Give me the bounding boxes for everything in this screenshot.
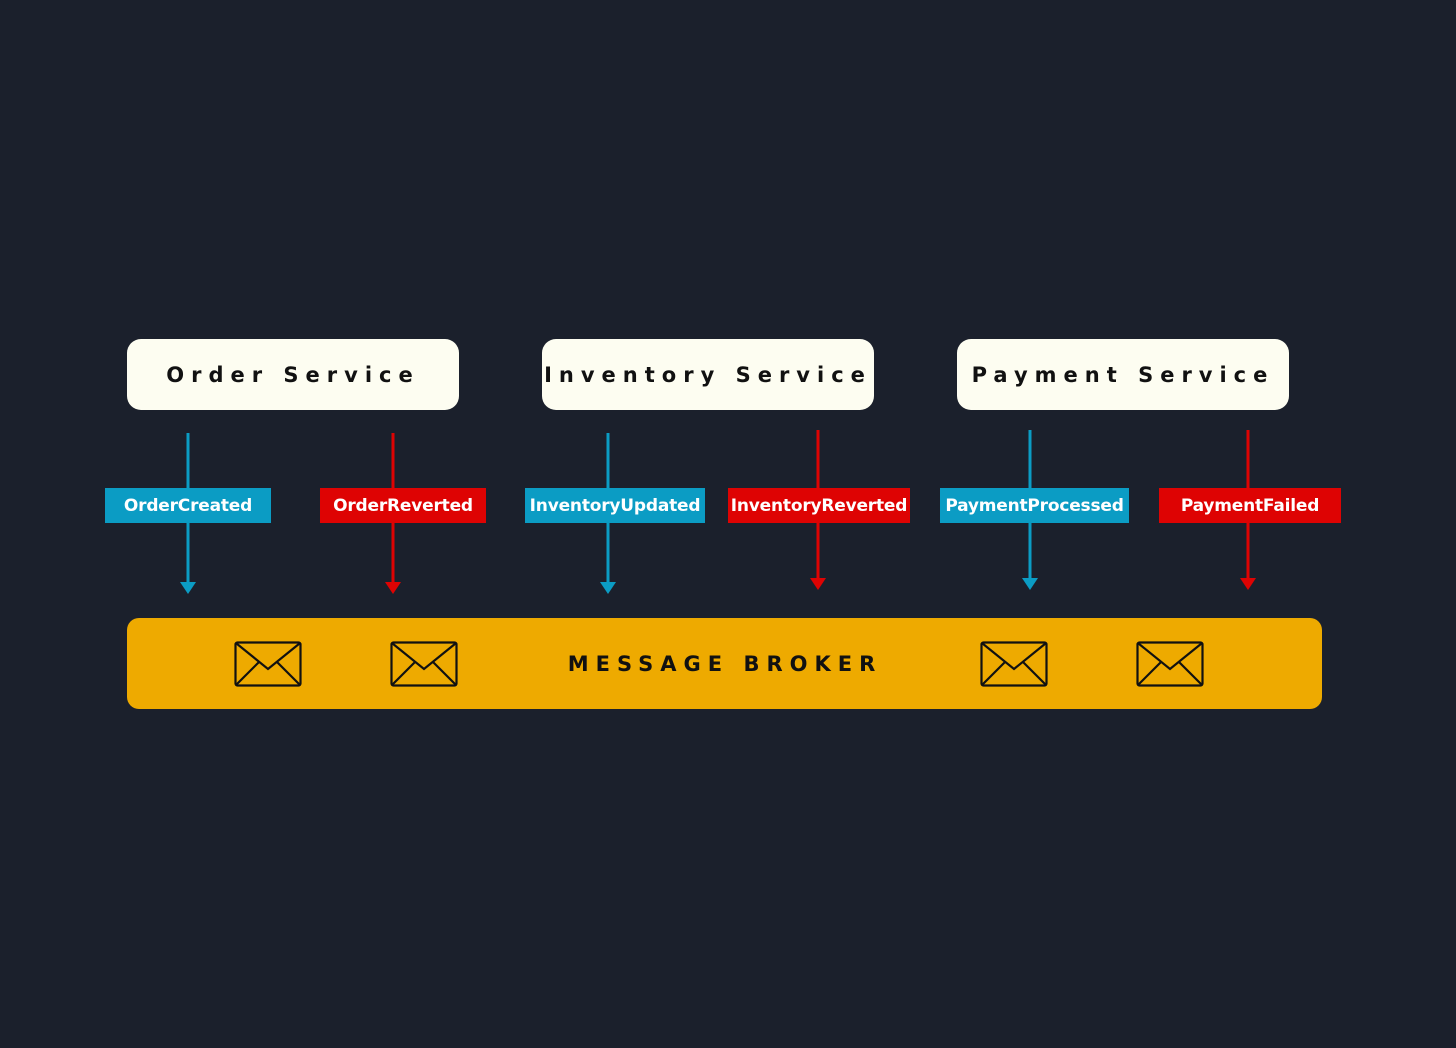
event-payment-failed-label: PaymentFailed [1180, 495, 1320, 516]
event-inventory-reverted-label: InventoryReverted [730, 495, 908, 516]
order-service-box: Order Service [127, 339, 459, 410]
envelope-icon [234, 641, 302, 687]
event-order-created-label: OrderCreated [123, 495, 253, 516]
message-broker-label: MESSAGE BROKER [567, 651, 883, 676]
event-order-reverted: OrderReverted [320, 488, 486, 523]
event-inventory-reverted: InventoryReverted [728, 488, 910, 523]
payment-service-label: Payment Service [971, 362, 1275, 387]
message-broker: MESSAGE BROKER [127, 618, 1322, 709]
inventory-service-label: Inventory Service [544, 362, 872, 387]
envelope-icon [1136, 641, 1204, 687]
event-payment-processed-label: PaymentProcessed [945, 495, 1124, 516]
envelope-icon [390, 641, 458, 687]
event-order-created: OrderCreated [105, 488, 271, 523]
order-service-label: Order Service [166, 362, 420, 387]
event-order-reverted-label: OrderReverted [333, 495, 473, 516]
event-payment-failed: PaymentFailed [1159, 488, 1341, 523]
payment-service-box: Payment Service [957, 339, 1289, 410]
envelope-icon [980, 641, 1048, 687]
event-inventory-updated: InventoryUpdated [525, 488, 705, 523]
inventory-service-box: Inventory Service [542, 339, 874, 410]
event-inventory-updated-label: InventoryUpdated [529, 495, 701, 516]
event-payment-processed: PaymentProcessed [940, 488, 1129, 523]
